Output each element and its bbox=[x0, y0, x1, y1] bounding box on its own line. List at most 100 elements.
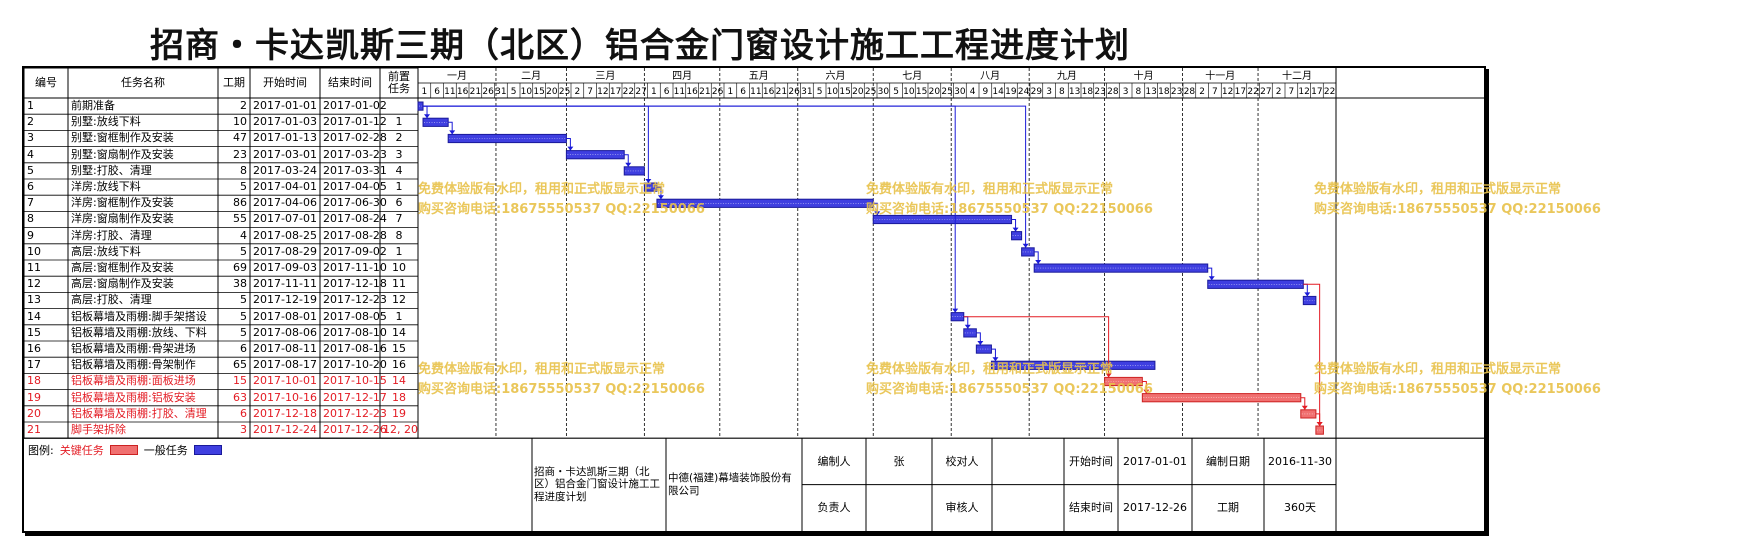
tick-label: 5 bbox=[893, 87, 899, 97]
tick-label: 21 bbox=[776, 87, 787, 97]
tick-label: 31 bbox=[801, 87, 812, 97]
task-id-cell: 10 bbox=[27, 244, 41, 258]
task-days-cell: 15 bbox=[233, 374, 247, 388]
tick-label: 2 bbox=[575, 87, 581, 97]
column-header-days: 工期 bbox=[223, 75, 245, 89]
task-start-cell: 2017-04-06 bbox=[253, 196, 317, 210]
task-pred-cell: 14 bbox=[392, 374, 406, 388]
footer-reviewer-label: 审核人 bbox=[945, 501, 979, 515]
task-start-cell: 2017-08-17 bbox=[253, 358, 317, 372]
tick-label: 26 bbox=[712, 87, 724, 97]
tick-label: 26 bbox=[482, 87, 494, 97]
task-name-cell: 铝板幕墙及雨棚:打胶、清理 bbox=[71, 406, 207, 420]
dependency-arrow bbox=[645, 179, 652, 183]
task-days-cell: 63 bbox=[233, 390, 247, 404]
task-id-cell: 8 bbox=[27, 212, 34, 226]
task-id-cell: 12 bbox=[27, 277, 41, 291]
task-id-cell: 1 bbox=[27, 99, 34, 112]
dependency-link bbox=[873, 202, 878, 216]
dependency-link bbox=[624, 154, 629, 167]
legend-critical-swatch bbox=[109, 445, 138, 456]
task-id-cell: 7 bbox=[27, 196, 34, 210]
dependency-arrow bbox=[657, 195, 664, 200]
task-bar bbox=[417, 101, 424, 111]
tick-label: 22 bbox=[1324, 87, 1335, 97]
task-name-cell: 铝板幕墙及雨棚:放线、下料 bbox=[71, 325, 207, 339]
tick-label: 30 bbox=[878, 87, 890, 97]
task-name-cell: 高层:窗扇制作及安装 bbox=[71, 277, 174, 291]
dependency-link bbox=[566, 138, 571, 151]
task-end-cell: 2017-08-24 bbox=[323, 212, 387, 226]
dependency-arrow bbox=[992, 357, 999, 362]
tick-label: 10 bbox=[521, 87, 533, 97]
dependency-link bbox=[1300, 397, 1306, 410]
tick-label: 26 bbox=[788, 87, 800, 97]
dependency-link bbox=[1142, 381, 1147, 394]
dependency-link bbox=[991, 348, 996, 362]
task-days-cell: 5 bbox=[240, 293, 247, 307]
task-id-cell: 14 bbox=[27, 309, 41, 323]
tick-label: 25 bbox=[559, 87, 570, 97]
footer-compiler-label: 编制人 bbox=[817, 454, 851, 468]
task-pred-cell: 10 bbox=[392, 261, 406, 274]
task-pred-cell: 1 bbox=[395, 180, 403, 193]
footer-company-name: 中德(福建)幕墙装饰股份有限公司 bbox=[668, 471, 792, 497]
task-start-cell: 2017-12-18 bbox=[253, 406, 317, 420]
task-pred-cell: 12, 20 bbox=[383, 423, 418, 436]
footer-owner-label: 负责人 bbox=[817, 501, 851, 515]
task-name-cell: 铝板幕墙及雨棚:骨架制作 bbox=[71, 358, 196, 372]
dependency-arrow bbox=[625, 162, 632, 167]
month-label: 九月 bbox=[1057, 70, 1077, 82]
dependency-link bbox=[423, 105, 649, 183]
task-pred-cell: 16 bbox=[392, 358, 406, 372]
task-start-cell: 2017-01-13 bbox=[253, 131, 317, 145]
dependency-link bbox=[1011, 219, 1017, 232]
tick-label: 23 bbox=[1094, 87, 1105, 97]
dependency-arrow bbox=[1304, 292, 1311, 297]
month-label: 八月 bbox=[980, 70, 1000, 82]
dependency-link bbox=[1303, 283, 1321, 426]
dependency-link bbox=[963, 316, 1110, 378]
tick-label: 20 bbox=[929, 87, 941, 97]
tick-label: 18 bbox=[1158, 87, 1170, 97]
task-name-cell: 脚手架拆除 bbox=[71, 423, 126, 436]
dependency-arrow bbox=[1035, 260, 1042, 264]
task-id-cell: 15 bbox=[27, 325, 41, 339]
month-label: 三月 bbox=[595, 70, 615, 82]
task-name-cell: 铝板幕墙及雨棚:铝板安装 bbox=[71, 390, 196, 404]
task-bar bbox=[975, 344, 992, 354]
dependency-link bbox=[1034, 251, 1039, 264]
task-pred-cell: 1 bbox=[395, 309, 403, 323]
legend-normal-swatch bbox=[193, 445, 222, 456]
task-id-cell: 5 bbox=[27, 163, 34, 177]
task-name-cell: 高层:放线下料 bbox=[71, 244, 141, 258]
task-days-cell: 10 bbox=[233, 115, 247, 129]
task-days-cell: 55 bbox=[233, 212, 247, 226]
task-start-cell: 2017-01-03 bbox=[253, 115, 317, 129]
column-header-end: 结束时间 bbox=[328, 75, 372, 89]
dependency-arrow bbox=[449, 130, 456, 135]
tick-label: 28 bbox=[1107, 87, 1119, 97]
dependency-link bbox=[656, 186, 662, 200]
task-name-cell: 别墅:放线下料 bbox=[71, 115, 141, 129]
dependency-arrow bbox=[952, 308, 959, 313]
tick-label: 23 bbox=[1171, 87, 1182, 97]
tick-label: 27 bbox=[635, 87, 646, 97]
task-start-cell: 2017-08-29 bbox=[253, 244, 317, 258]
month-label: 十二月 bbox=[1282, 69, 1312, 82]
dependency-link bbox=[448, 121, 453, 135]
task-id-cell: 3 bbox=[27, 131, 34, 145]
task-start-cell: 2017-08-11 bbox=[253, 342, 317, 355]
tick-label: 15 bbox=[916, 87, 927, 97]
task-pred-cell: 1 bbox=[395, 115, 403, 129]
task-bar bbox=[1011, 231, 1023, 241]
task-name-cell: 洋房:打胶、清理 bbox=[71, 228, 152, 242]
task-end-cell: 2017-09-02 bbox=[323, 244, 387, 258]
tick-label: 27 bbox=[1260, 87, 1271, 97]
task-days-cell: 86 bbox=[233, 196, 247, 210]
tick-label: 12 bbox=[1298, 87, 1309, 97]
task-pred-cell: 8 bbox=[395, 228, 403, 242]
task-end-cell: 2017-12-18 bbox=[323, 277, 387, 291]
dependency-arrow bbox=[567, 146, 574, 151]
month-label: 二月 bbox=[521, 70, 541, 82]
